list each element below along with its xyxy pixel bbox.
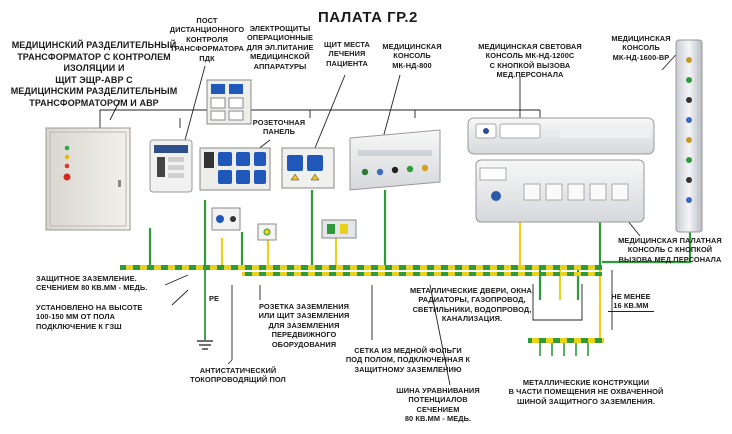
label-antistatic: АНТИСТАТИЧЕСКИЙ ТОКОПРОВОДЯЩИЙ ПОЛ [190, 366, 286, 385]
label-console-1600: МЕДИЦИНСКАЯ КОНСОЛЬ МК-НД-1600-ВР [611, 34, 671, 62]
patient-panel-image [281, 147, 335, 189]
protective-earth-bus [120, 265, 602, 270]
label-post-pdk: ПОСТ ДИСТАНЦИОННОГО КОНТРОЛЯ ТРАНСФОРМАТ… [169, 16, 245, 63]
label-metal-doors: МЕТАЛЛИЧЕСКИЕ ДВЕРИ, ОКНА, РАДИАТОРЫ, ГА… [410, 286, 534, 324]
page-title: ПАЛАТА ГР.2 [318, 9, 418, 26]
post-pdk-image [149, 139, 193, 193]
metal-structures-bus [528, 338, 604, 343]
earth-board-image [321, 219, 357, 239]
label-metal-structures: МЕТАЛЛИЧЕСКИЕ КОНСТРУКЦИИ В ЧАСТИ ПОМЕЩЕ… [508, 378, 664, 406]
label-installed: УСТАНОВЛЕНО НА ВЫСОТЕ 100-150 ММ ОТ ПОЛА… [36, 303, 143, 331]
console-1200-image [467, 117, 655, 155]
label-console-800: МЕДИЦИНСКАЯ КОНСОЛЬ МК-НД-800 [382, 42, 442, 70]
label-busbar: ШИНА УРАВНИВАНИЯ ПОТЕНЦИАЛОВ СЕЧЕНИЕМ 80… [396, 386, 480, 424]
transformer-cabinet-image [45, 127, 131, 231]
label-console-1200: МЕДИЦИНСКАЯ СВЕТОВАЯ КОНСОЛЬ МК-НД-1200С… [478, 42, 582, 80]
label-transformer: МЕДИЦИНСКИЙ РАЗДЕЛИТЕЛЬНЫЙ ТРАНСФОРМАТОР… [10, 40, 178, 108]
console-800-image [349, 129, 441, 191]
operating-panel-bottom-image [199, 147, 271, 191]
earth-socket-image [257, 223, 277, 241]
label-socket-panel: РОЗЕТОЧНАЯ ПАНЕЛЬ [252, 118, 306, 137]
label-operating-panels: ЭЛЕКТРОЩИТЫ ОПЕРАЦИОННЫЕ ДЛЯ ЭЛ.ПИТАНИЕ … [246, 24, 314, 71]
ward-console-image [475, 159, 645, 223]
label-patient-panel: ЩИТ МЕСТА ЛЕЧЕНИЯ ПАЦИЕНТА [324, 40, 370, 68]
operating-panel-top-image [206, 79, 252, 125]
bracket-lines [164, 270, 613, 386]
label-earth-socket: РОЗЕТКА ЗАЗЕМЛЕНИЯ ИЛИ ЩИТ ЗАЗЕМЛЕНИЯ ДЛ… [258, 302, 350, 349]
equipotential-bus [242, 272, 602, 276]
console-1600-image [675, 39, 703, 233]
socket-panel-small-image [211, 207, 241, 231]
antistatic-floor [227, 359, 233, 365]
label-not-less: НЕ МЕНЕЕ 16 КВ.ММ [608, 292, 654, 312]
label-protective-earth: ЗАЩИТНОЕ ЗАЗЕМЛЕНИЕ. СЕЧЕНИЕМ 80 КВ.ММ -… [36, 274, 148, 293]
label-pe: PE [208, 294, 220, 303]
label-ward-console: МЕДИЦИНСКАЯ ПАЛАТНАЯ КОНСОЛЬ С КНОПКОЙ В… [618, 236, 722, 264]
label-not-less-value: 16 КВ.ММ [608, 301, 654, 312]
label-copper-foil: СЕТКА ИЗ МЕДНОЙ ФОЛЬГИ ПОД ПОЛОМ, ПОДКЛЮ… [345, 346, 471, 374]
ground-symbol [197, 340, 213, 350]
